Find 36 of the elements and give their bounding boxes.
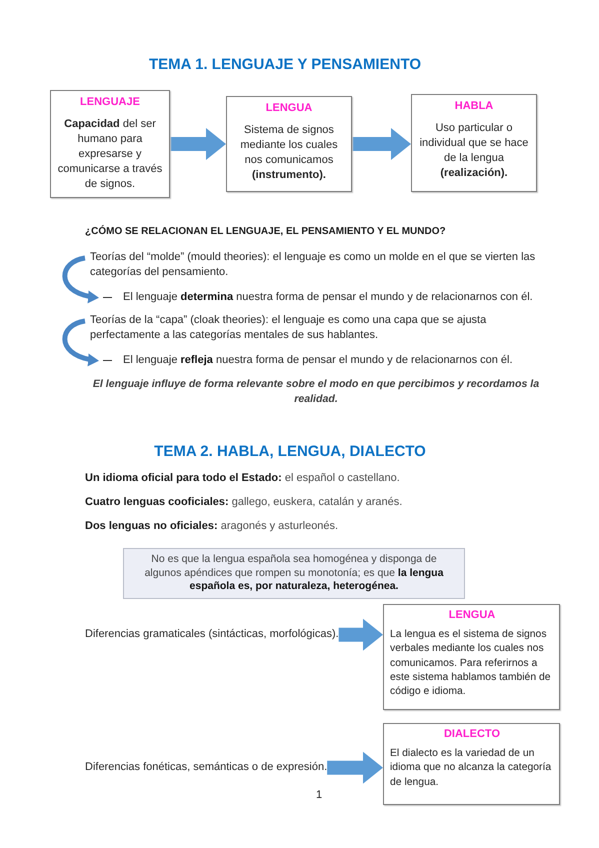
- bullet-point: El lenguaje determina nuestra forma de pensar el mundo y de relacionarnos con él.: [99, 290, 569, 306]
- card-text: El dialecto es la variedad de un idioma que no alcanza la categoría de lengua.: [390, 747, 552, 790]
- block-arrow: [327, 752, 383, 784]
- summary-text: El lenguaje influye de forma relevante sobre el modo en que percibimos y recordamos la realidad.: [92, 377, 540, 408]
- card-text: La lengua es el sistema de signos verbales mediante los cuales nos comunicamos. Para referirnos a este sistema hablamos también de código e idioma.: [390, 628, 552, 700]
- quote-panel: No es que la lengua española sea homogénea y disponga de algunos apéndices que rompen su monotonía; es que la lengua española es, por naturaleza, heterogénea.: [123, 548, 465, 599]
- card-heading: HABLA: [454, 100, 494, 112]
- bullet-point: El lenguaje refleja nuestra forma de pensar el mundo y de relacionarnos con él.: [99, 353, 569, 368]
- definition-card: [383, 604, 560, 710]
- card-heading: LENGUA: [266, 102, 312, 114]
- page-title: TEMA 1. LENGUAJE Y PENSAMIENTO: [149, 56, 421, 73]
- card-text: Uso particular o individual que se hace de la lengua (realización).: [418, 121, 530, 181]
- card-heading: LENGUA: [448, 609, 496, 621]
- definition-card: [383, 723, 560, 805]
- definition-card: [411, 94, 537, 192]
- theory-text: Teorías de la “capa” (cloak theories): el lenguaje es como una capa que se ajusta perfectamente a las categorías mentales de sus hablantes.: [85, 313, 552, 344]
- card-text: Sistema de signos mediante los cuales nos comunicamos (instrumento).: [239, 123, 339, 183]
- block-arrow: [352, 128, 411, 160]
- fact-line: Cuatro lenguas cooficiales: gallego, euskera, catalán y aranés.: [85, 496, 402, 508]
- question-heading: ¿CÓMO SE RELACIONAN EL LENGUAJE, EL PENSAMIENTO Y EL MUNDO?: [85, 226, 446, 237]
- curved-arrow: [62, 256, 100, 303]
- curved-arrow: [62, 318, 100, 366]
- page-number: 1: [316, 789, 322, 801]
- section-heading: TEMA 2. HABLA, LENGUA, DIALECTO: [154, 443, 426, 460]
- fact-line: Dos lenguas no oficiales: aragonés y asturleonés.: [85, 520, 338, 532]
- card-text: Capacidad del ser humano para expresarse y comunicarse a través de signos.: [57, 117, 163, 192]
- card-heading: LENGUAJE: [80, 96, 140, 108]
- difference-text: Diferencias fonéticas, semánticas o de expresión.: [85, 760, 328, 776]
- card-heading: DIALECTO: [444, 728, 500, 740]
- fact-line: Un idioma oficial para todo el Estado: el español o castellano.: [85, 472, 400, 484]
- difference-text: Diferencias gramaticales (sintácticas, morfológicas).: [85, 627, 339, 642]
- definition-card: [226, 96, 352, 192]
- definition-card: [50, 90, 170, 198]
- block-arrow: [338, 618, 383, 651]
- theory-text: Teorías del “molde” (mould theories): el lenguaje es como un molde en el que se vierten las categorías del pensamiento.: [85, 250, 552, 281]
- block-arrow: [170, 128, 226, 160]
